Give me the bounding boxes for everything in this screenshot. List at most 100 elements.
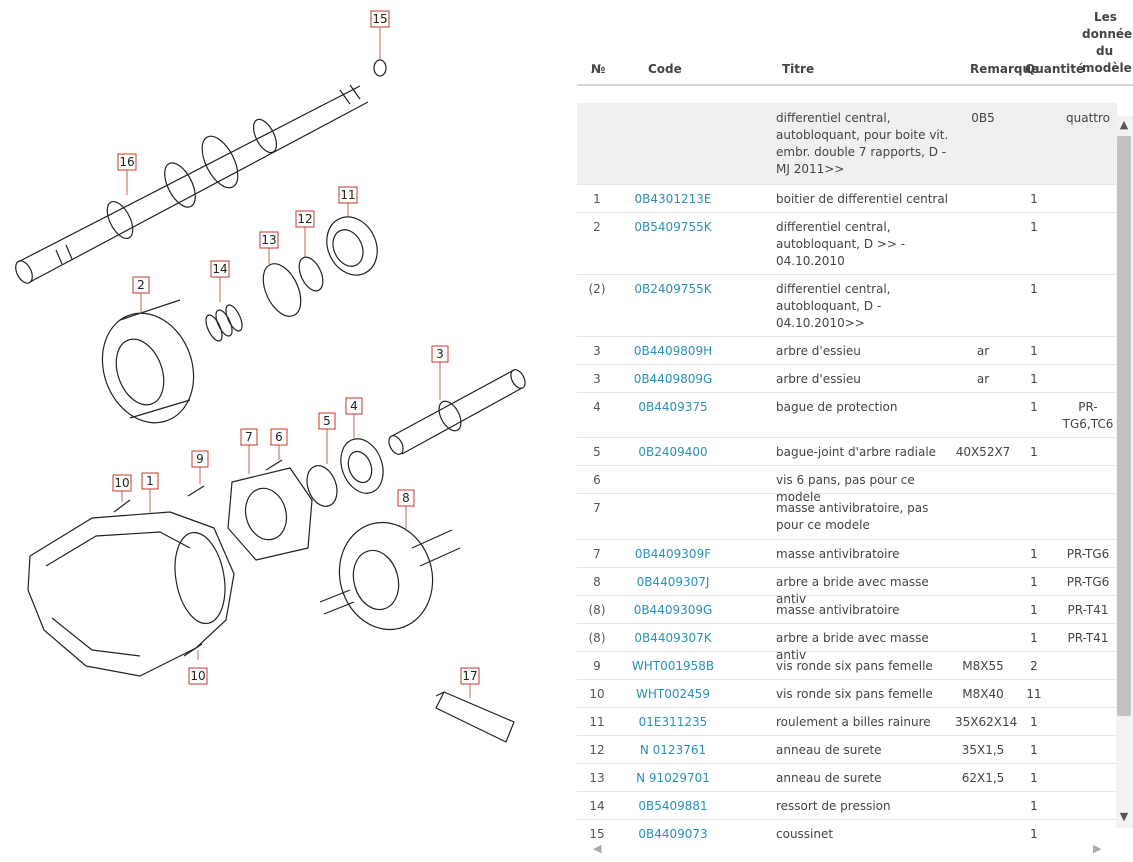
part-code-link[interactable]: 0B4409073 [638,827,708,841]
part-code-link[interactable]: 0B4409309F [634,547,712,561]
vibration-damper-drawing [227,467,313,561]
part-quantity: 1 [1030,771,1038,785]
scroll-left-arrow-icon[interactable]: ◀ [593,842,602,855]
part-code-link[interactable]: 0B4409307J [636,575,710,589]
table-group-row[interactable]: differentiel central, autobloquant, pour… [577,103,1117,185]
svg-text:2: 2 [137,278,145,292]
part-remark: ar [976,344,990,358]
part-quantity: 1 [1030,743,1038,757]
part-code-link[interactable]: 0B4409309G [633,603,713,617]
svg-text:17: 17 [462,669,477,683]
screw-10-drawing [113,499,131,513]
part-remark: M8X55 [962,659,1004,673]
scroll-down-arrow-icon[interactable]: ▼ [1119,810,1129,823]
part-remark: ar [976,372,990,386]
callout-7[interactable]: 7 [240,428,258,446]
part-number: 1 [593,192,601,206]
part-number: (8) [588,631,606,645]
part-code-link[interactable]: N 0123761 [639,743,707,757]
part-title: vis ronde six pans femelle [776,687,933,701]
part-number: 6 [593,473,601,487]
part-code-link[interactable]: WHT002459 [635,687,711,701]
scroll-right-arrow-icon[interactable]: ▶ [1093,842,1102,855]
callout-9[interactable]: 9 [191,450,209,468]
part-title: ressort de pression [776,799,891,813]
part-title: vis 6 pans, pas pour ce modele [776,473,915,504]
part-code-link[interactable]: 0B5409881 [638,799,708,813]
part-title: anneau de surete [776,771,882,785]
callout-13[interactable]: 13 [259,231,279,249]
table-body[interactable]: differentiel central, autobloquant, pour… [577,86,1133,842]
callout-4[interactable]: 4 [345,397,363,415]
callout-3[interactable]: 3 [431,345,449,363]
callout-15[interactable]: 15 [370,10,390,28]
callout-8[interactable]: 8 [397,489,415,507]
callout-2[interactable]: 2 [132,276,150,294]
callout-11[interactable]: 11 [338,186,358,204]
part-code-link[interactable]: 0B4409307K [634,631,712,645]
scroll-up-arrow-icon[interactable]: ▲ [1119,118,1129,131]
part-code-link[interactable]: WHT001958B [631,659,715,673]
part-code-link[interactable]: 0B5409755K [634,220,712,234]
callout-6[interactable]: 6 [270,428,288,446]
part-number: (2) [588,282,606,296]
parts-table: № Code Titre Remarque Quantité Les donné… [577,0,1133,862]
scrollbar-thumb[interactable] [1117,136,1131,716]
svg-text:12: 12 [297,212,312,226]
part-code-link[interactable]: 0B4409375 [638,400,708,414]
callout-10[interactable]: 10 [112,474,132,492]
callout-10b[interactable]: 10 [188,667,208,685]
part-quantity: 1 [1030,400,1038,414]
part-code-link[interactable]: 0B4409809H [633,344,713,358]
header-quantity: Quantité [1025,62,1085,76]
svg-text:1: 1 [146,474,154,488]
svg-text:13: 13 [261,233,276,247]
part-quantity: 1 [1030,192,1038,206]
part-remark: 0B5 [971,111,995,125]
part-model-data: PR-T41 [1067,603,1109,617]
part-title: masse antivibratoire [776,603,900,617]
svg-text:9: 9 [196,452,204,466]
part-code-link[interactable]: 0B4409809G [633,372,713,386]
callout-14[interactable]: 14 [210,260,230,278]
part-quantity: 2 [1030,659,1038,673]
part-code-link[interactable]: 0B2409755K [634,282,712,296]
part-code-link[interactable]: N 91029701 [636,771,710,785]
header-model-line3: du [1096,44,1114,58]
part-code-link[interactable]: 0B4301213E [634,192,712,206]
part-code-link[interactable]: 0B2409400 [638,445,708,459]
callout-12[interactable]: 12 [295,210,315,228]
part-remark: 35X62X14 [955,715,1018,729]
part-remark: 35X1,5 [961,743,1005,757]
part-quantity: 1 [1030,575,1038,589]
part-code-link[interactable]: 01E311235 [638,715,708,729]
callout-17[interactable]: 17 [460,667,480,685]
callout-16[interactable]: 16 [117,153,137,171]
callout-1[interactable]: 1 [141,472,159,490]
horizontal-scrollbar[interactable]: ◀ ▶ [577,842,1117,855]
svg-text:10: 10 [114,476,129,490]
part-title: bague de protection [776,400,898,414]
callout-5[interactable]: 5 [318,412,336,430]
table-row[interactable]: 6 vis 6 pans, pas pour ce modele [577,465,1117,504]
part-quantity: 1 [1030,344,1038,358]
